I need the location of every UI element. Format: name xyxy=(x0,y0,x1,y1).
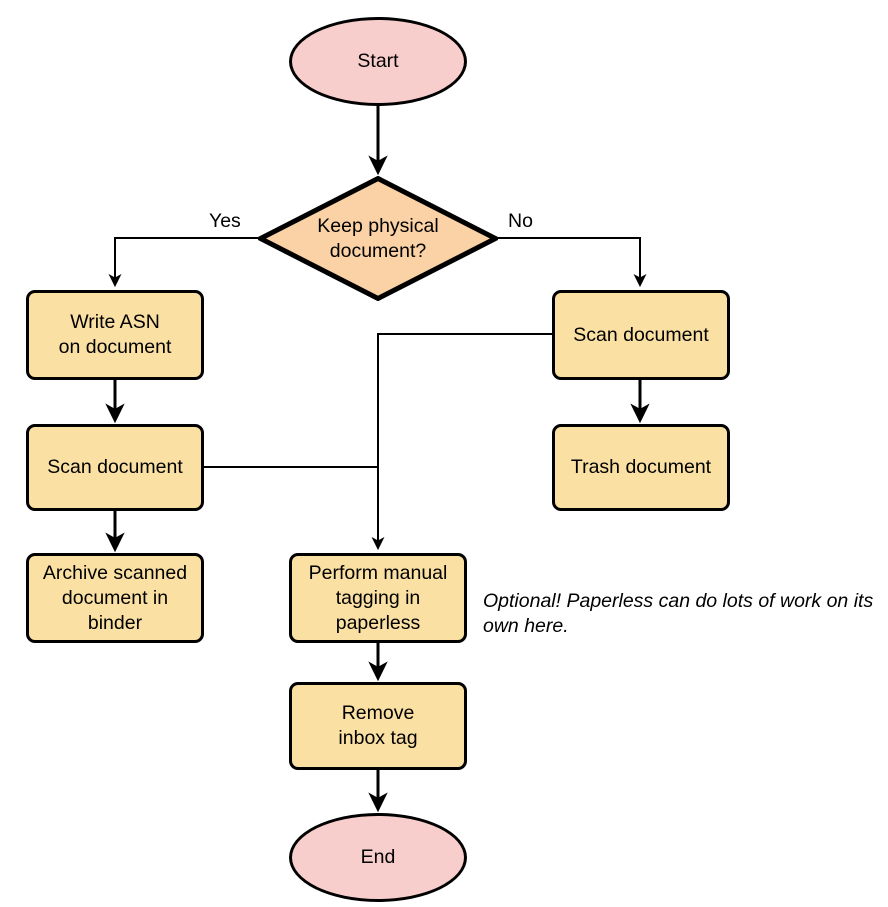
node-remove-inbox-tag[interactable]: Remove inbox tag xyxy=(289,682,467,770)
edge-decision-to-write-asn xyxy=(108,237,258,288)
node-scan-document-right-label: Scan document xyxy=(573,323,709,346)
node-decision-label: Keep physical document? xyxy=(317,214,439,262)
edge-label-no: No xyxy=(508,210,533,232)
edge-decision-to-scan-right xyxy=(498,237,647,288)
edge-scan-right-to-tagging xyxy=(371,333,552,551)
node-tagging-label: Perform manual tagging in paperless xyxy=(308,561,448,634)
node-write-asn-label: Write ASN on document xyxy=(58,311,172,358)
node-archive-scanned-document[interactable]: Archive scanned document in binder xyxy=(26,553,204,643)
node-decision-keep-physical-document[interactable]: Keep physical document? xyxy=(258,176,498,301)
annotation-optional-note: Optional! Paperless can do lots of work … xyxy=(483,590,874,637)
edge-label-yes: Yes xyxy=(209,210,241,232)
node-scan-document-left[interactable]: Scan document xyxy=(26,424,204,511)
node-trash-document[interactable]: Trash document xyxy=(552,424,730,511)
node-end[interactable]: End xyxy=(289,813,467,902)
node-scan-document-right[interactable]: Scan document xyxy=(552,290,730,380)
node-perform-manual-tagging[interactable]: Perform manual tagging in paperless xyxy=(289,553,467,643)
node-write-asn-on-document[interactable]: Write ASN on document xyxy=(26,290,204,380)
diamond-shape xyxy=(258,176,498,301)
node-trash-document-label: Trash document xyxy=(570,456,712,478)
node-end-label: End xyxy=(360,846,396,868)
node-start[interactable]: Start xyxy=(289,17,467,106)
node-remove-inbox-tag-label: Remove inbox tag xyxy=(338,702,418,749)
node-scan-document-left-label: Scan document xyxy=(47,456,183,478)
node-start-label: Start xyxy=(357,50,399,72)
node-archive-label: Archive scanned document in binder xyxy=(42,561,188,634)
